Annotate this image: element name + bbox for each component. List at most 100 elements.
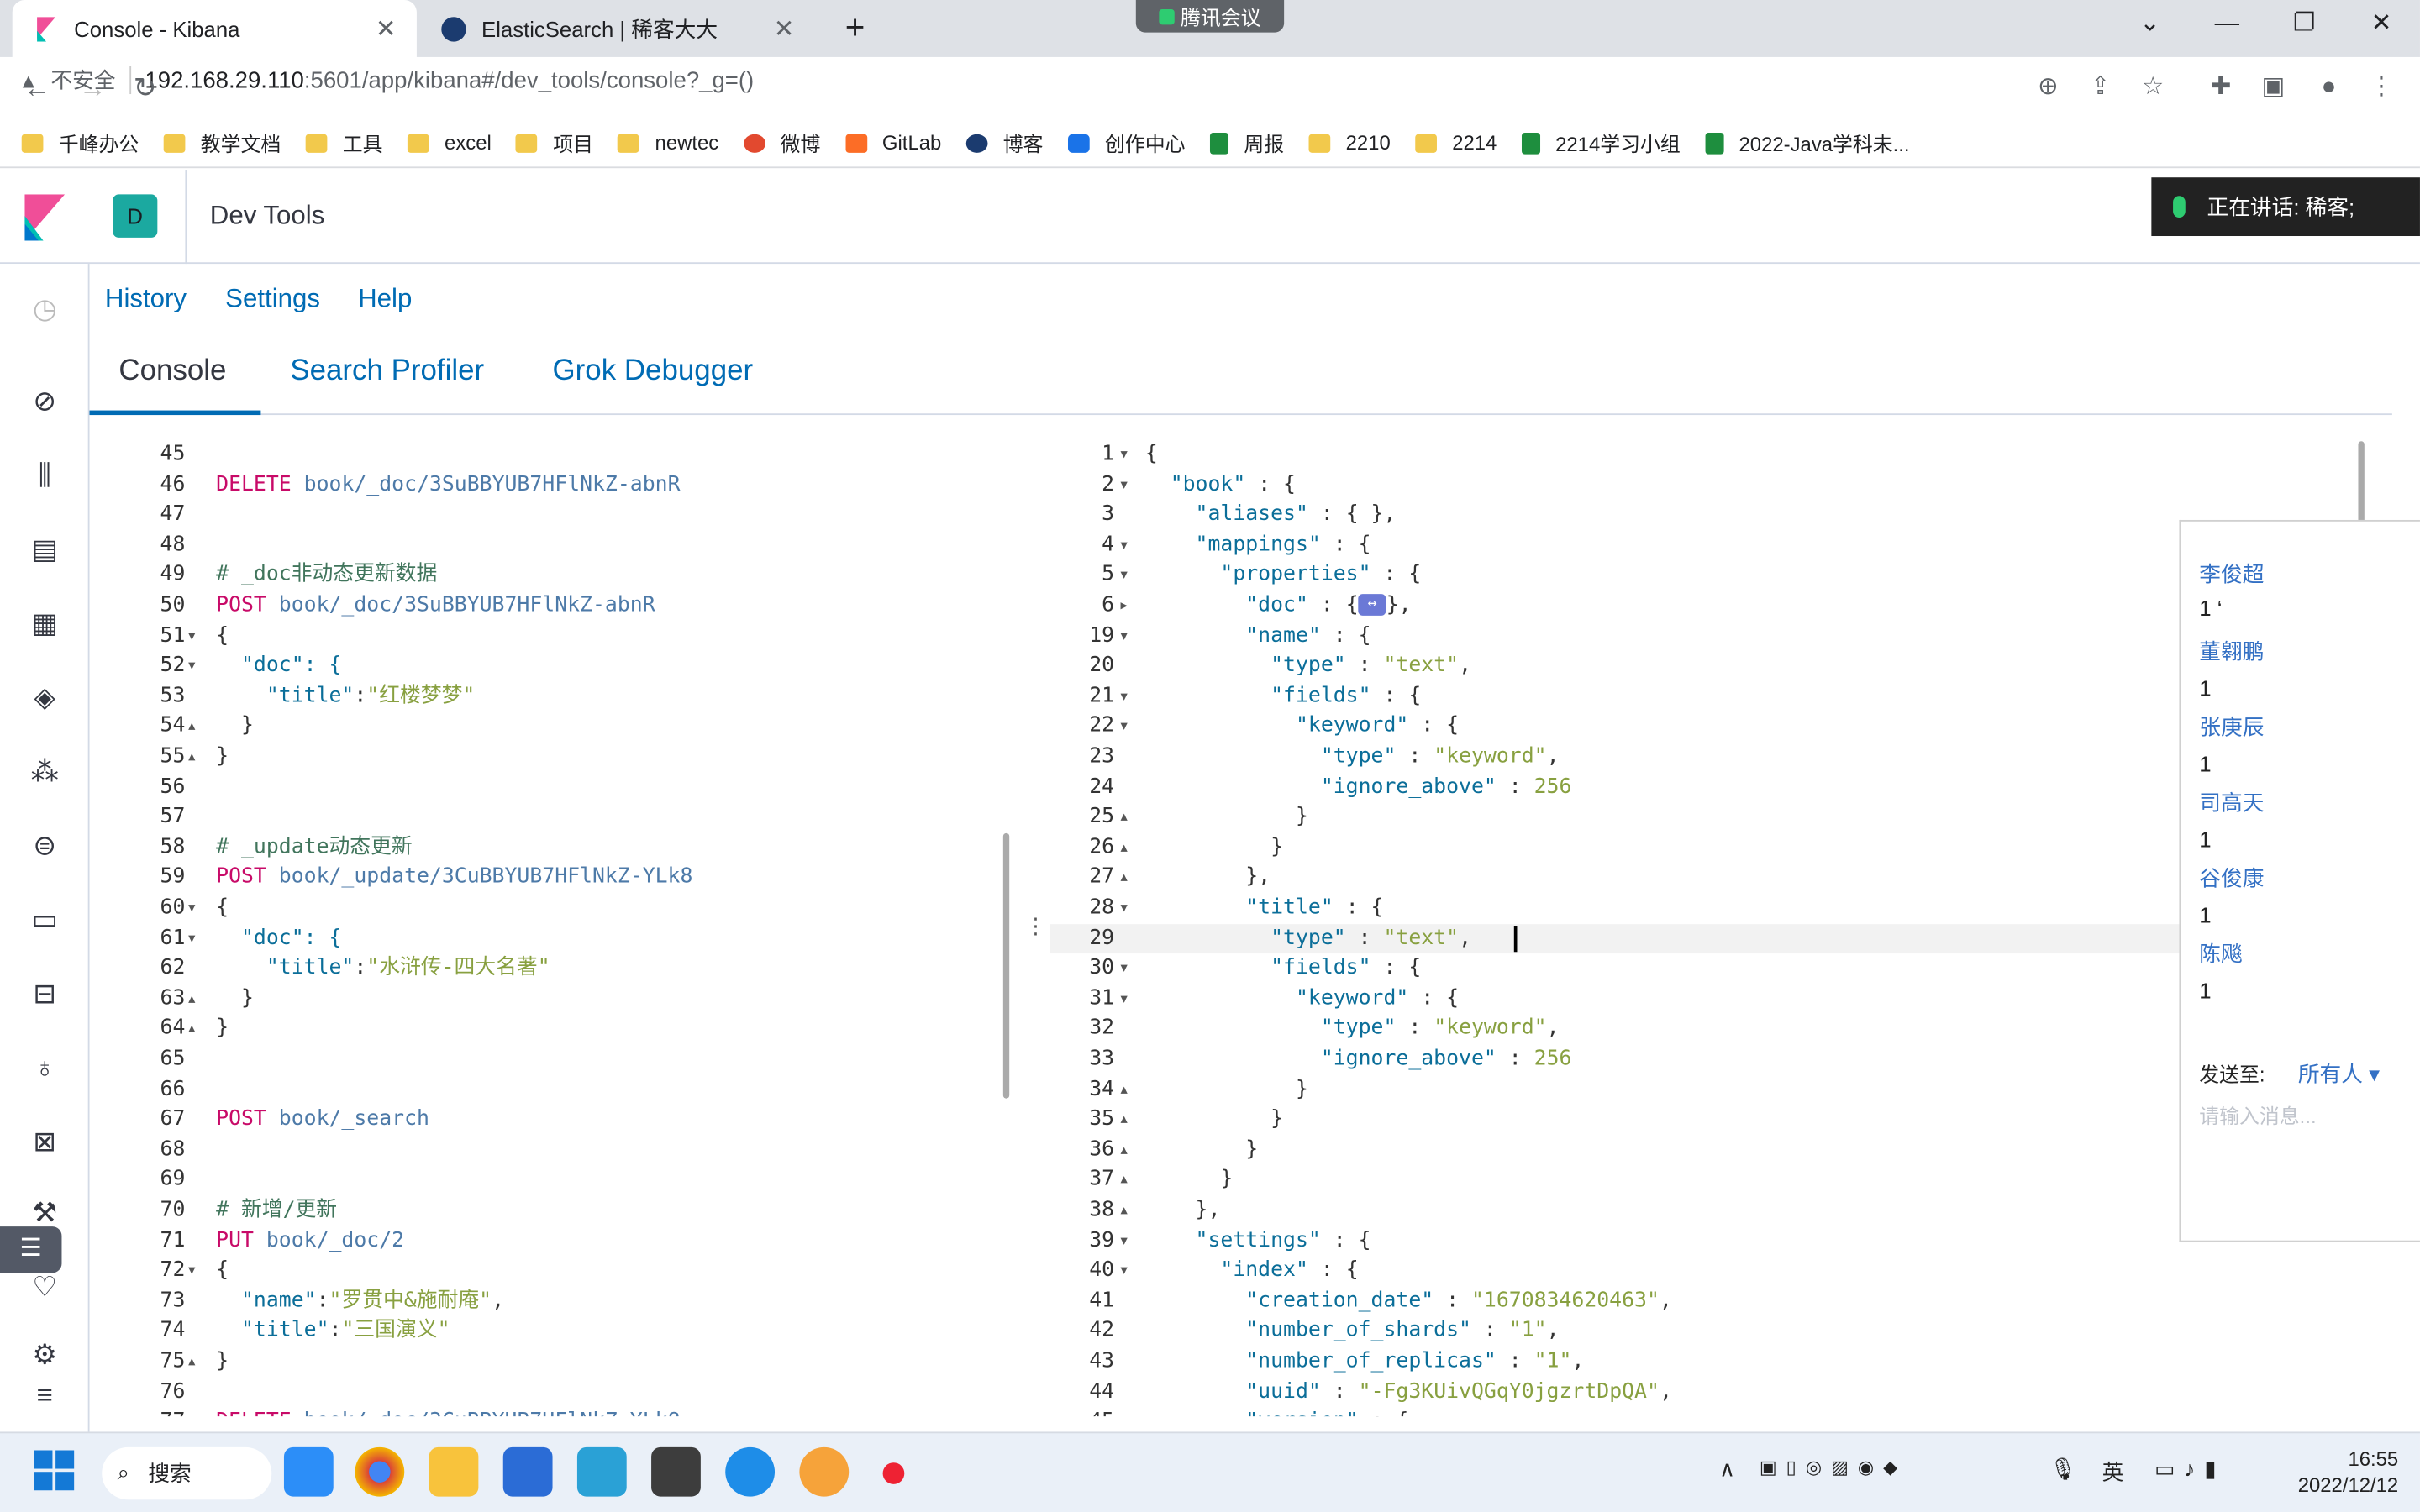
fold-toggle-icon[interactable]: ▾ xyxy=(1120,717,1128,734)
code-line[interactable]: # 新增/更新 xyxy=(216,1195,337,1226)
address-bar[interactable]: ▲ 不安全 192.168.29.110:5601/app/kibana#/de… xyxy=(0,56,2007,104)
ml-icon[interactable]: ⁂ xyxy=(30,755,59,787)
folded-block-badge-icon[interactable]: ↔ xyxy=(1358,594,1386,616)
monitoring-icon[interactable]: ♡ xyxy=(32,1271,58,1303)
tray-apps-icon[interactable]: ▣▯◎▨◉◆ xyxy=(1759,1456,1907,1478)
code-line[interactable]: "title" : { xyxy=(1145,893,1383,923)
recording-app-icon[interactable] xyxy=(882,1462,905,1484)
dashboard-icon[interactable]: ▤ xyxy=(31,533,58,565)
code-line[interactable]: "ignore_above" : 256 xyxy=(1145,772,1572,802)
fold-toggle-icon[interactable]: ▴ xyxy=(1120,1171,1128,1188)
fold-toggle-icon[interactable]: ▴ xyxy=(188,990,196,1006)
code-line[interactable]: POST book/_search xyxy=(216,1105,429,1135)
code-line[interactable]: "book" : { xyxy=(1145,470,1296,500)
code-line[interactable]: "title":"三国演义" xyxy=(216,1316,450,1347)
code-line[interactable]: POST book/_doc/3SuBBYUB7HFlNkZ-abnR xyxy=(216,591,655,621)
code-line[interactable]: { xyxy=(216,893,229,923)
close-window-button[interactable]: ✕ xyxy=(2370,10,2392,38)
fold-toggle-icon[interactable]: ▾ xyxy=(1120,990,1128,1006)
fold-toggle-icon[interactable]: ▴ xyxy=(1120,808,1128,825)
code-line[interactable]: "uuid" : "-Fg3KUivQGqY0jgzrtDpQA", xyxy=(1145,1377,1672,1407)
dolphin-app-icon[interactable] xyxy=(725,1446,776,1497)
fold-toggle-icon[interactable]: ▾ xyxy=(1120,1262,1128,1278)
windows-start-icon[interactable] xyxy=(34,1450,75,1491)
extensions-puzzle-icon[interactable]: ✚ xyxy=(2210,74,2232,101)
fold-toggle-icon[interactable]: ▾ xyxy=(1120,1407,1127,1416)
chat-participant[interactable]: 董翱鹏 xyxy=(2199,638,2265,664)
taskbar-clock[interactable]: 16:55 2022/12/12 xyxy=(2291,1446,2399,1498)
minimize-button[interactable]: — xyxy=(2214,10,2240,38)
fold-toggle-icon[interactable]: ▴ xyxy=(1120,838,1128,855)
back-arrow-icon[interactable]: ← xyxy=(23,72,51,104)
bookmark-link[interactable]: 2214学习小组 xyxy=(1521,128,1681,157)
tray-network-volume-icon[interactable]: ▭♪▮ xyxy=(2154,1456,2226,1482)
fold-toggle-icon[interactable]: ▴ xyxy=(1120,1141,1128,1158)
code-line[interactable]: PUT book/_doc/2 xyxy=(216,1226,404,1256)
fold-toggle-icon[interactable]: ▴ xyxy=(188,717,196,734)
recent-clock-icon[interactable]: ◷ xyxy=(32,292,57,324)
code-line[interactable]: "keyword" : { xyxy=(1145,711,1459,742)
fold-toggle-icon[interactable]: ▾ xyxy=(1120,475,1128,492)
code-line[interactable]: "mappings" : { xyxy=(1145,530,1371,560)
code-line[interactable]: "type" : "keyword", xyxy=(1145,742,1560,772)
file-explorer-icon[interactable] xyxy=(429,1446,479,1497)
bookmark-folder[interactable]: 2210 xyxy=(1308,131,1391,155)
code-line[interactable]: "title":"红楼梦梦" xyxy=(216,681,476,711)
bookmark-folder[interactable]: 教学文档 xyxy=(163,128,281,157)
code-line[interactable]: "number_of_replicas" : "1", xyxy=(1145,1347,1584,1377)
fold-toggle-icon[interactable]: ▴ xyxy=(188,1352,196,1369)
chat-participant[interactable]: 陈飚 xyxy=(2199,941,2243,966)
code-line[interactable]: DELETE book/_doc/3CuBBYUB7HFlNkZ-YLk8 xyxy=(216,1407,680,1416)
code-line[interactable]: } xyxy=(216,1347,229,1377)
fold-toggle-icon[interactable]: ▴ xyxy=(188,748,196,764)
code-line[interactable]: "type" : "text", xyxy=(1145,651,1471,681)
input-language[interactable]: 英 xyxy=(2102,1459,2124,1484)
kibana-logo-icon[interactable] xyxy=(24,194,66,241)
code-line[interactable]: } xyxy=(1145,1074,1308,1105)
tab-grok-debugger[interactable]: Grok Debugger xyxy=(552,354,754,388)
fold-toggle-icon[interactable]: ▴ xyxy=(1120,1201,1128,1218)
taskbar-search[interactable]: ⌕ 搜索 xyxy=(102,1446,272,1500)
bookmark-link[interactable]: 2022-Java学科未... xyxy=(1705,128,1910,157)
fold-toggle-icon[interactable]: ▾ xyxy=(1120,627,1128,643)
space-avatar[interactable]: D xyxy=(113,194,158,238)
visualize-icon[interactable]: ⫼ xyxy=(38,459,51,491)
fold-toggle-icon[interactable]: ▾ xyxy=(1120,566,1128,583)
code-line[interactable]: { xyxy=(216,621,229,651)
code-line[interactable]: "title":"水浒传-四大名著" xyxy=(216,953,550,984)
code-line[interactable]: } xyxy=(216,711,254,742)
code-line[interactable]: "name" : { xyxy=(1145,621,1370,651)
maps-icon[interactable]: ◈ xyxy=(34,681,55,713)
tab-console-kibana[interactable]: Console - Kibana ✕ xyxy=(12,0,417,57)
fold-toggle-icon[interactable]: ▴ xyxy=(188,1020,196,1037)
canvas-icon[interactable]: ▦ xyxy=(31,607,58,639)
forward-arrow-icon[interactable]: → xyxy=(78,72,107,104)
chat-participant[interactable]: 谷俊康 xyxy=(2199,865,2265,890)
photos-app-icon[interactable] xyxy=(502,1446,553,1497)
code-line[interactable]: } xyxy=(1145,1135,1258,1165)
new-tab-button[interactable]: + xyxy=(844,8,865,47)
bookmark-link[interactable]: GitLab xyxy=(844,131,941,155)
pane-resizer-handle[interactable]: ⋮ xyxy=(1024,913,1047,938)
vscode-app-icon[interactable] xyxy=(283,1446,334,1497)
discover-compass-icon[interactable]: ⊘ xyxy=(33,386,57,417)
siem-lock-icon[interactable]: ⊠ xyxy=(33,1126,57,1158)
more-menu-icon[interactable]: ⋮ xyxy=(2369,74,2394,101)
code-line[interactable]: POST book/_update/3CuBBYUB7HFlNkZ-YLk8 xyxy=(216,863,692,893)
bookmark-link[interactable]: 创作中心 xyxy=(1067,128,1186,157)
bookmark-folder[interactable]: 项目 xyxy=(516,128,593,157)
close-tab-icon[interactable]: ✕ xyxy=(375,16,397,43)
code-line[interactable]: "keyword" : { xyxy=(1145,984,1459,1014)
code-line[interactable]: # _doc非动态更新数据 xyxy=(216,560,437,591)
dev-tools-wrench-icon[interactable]: ⚒ xyxy=(32,1197,58,1229)
share-icon[interactable]: ⇪ xyxy=(2090,74,2112,101)
code-line[interactable]: } xyxy=(1145,1165,1233,1195)
request-editor-scrollbar[interactable] xyxy=(1002,832,1010,1099)
code-line[interactable]: "aliases" : { }, xyxy=(1145,500,1397,530)
code-line[interactable]: { xyxy=(216,1256,229,1286)
chat-input[interactable]: 请输入消息... xyxy=(2199,1105,2317,1128)
tab-search-profiler[interactable]: Search Profiler xyxy=(290,354,485,388)
meeting-app-icon[interactable] xyxy=(799,1446,850,1497)
tab-elasticsearch-blog[interactable]: ElasticSearch | 稀客大大 ✕ xyxy=(420,0,815,57)
bookmark-link[interactable]: 周报 xyxy=(1209,128,1284,157)
